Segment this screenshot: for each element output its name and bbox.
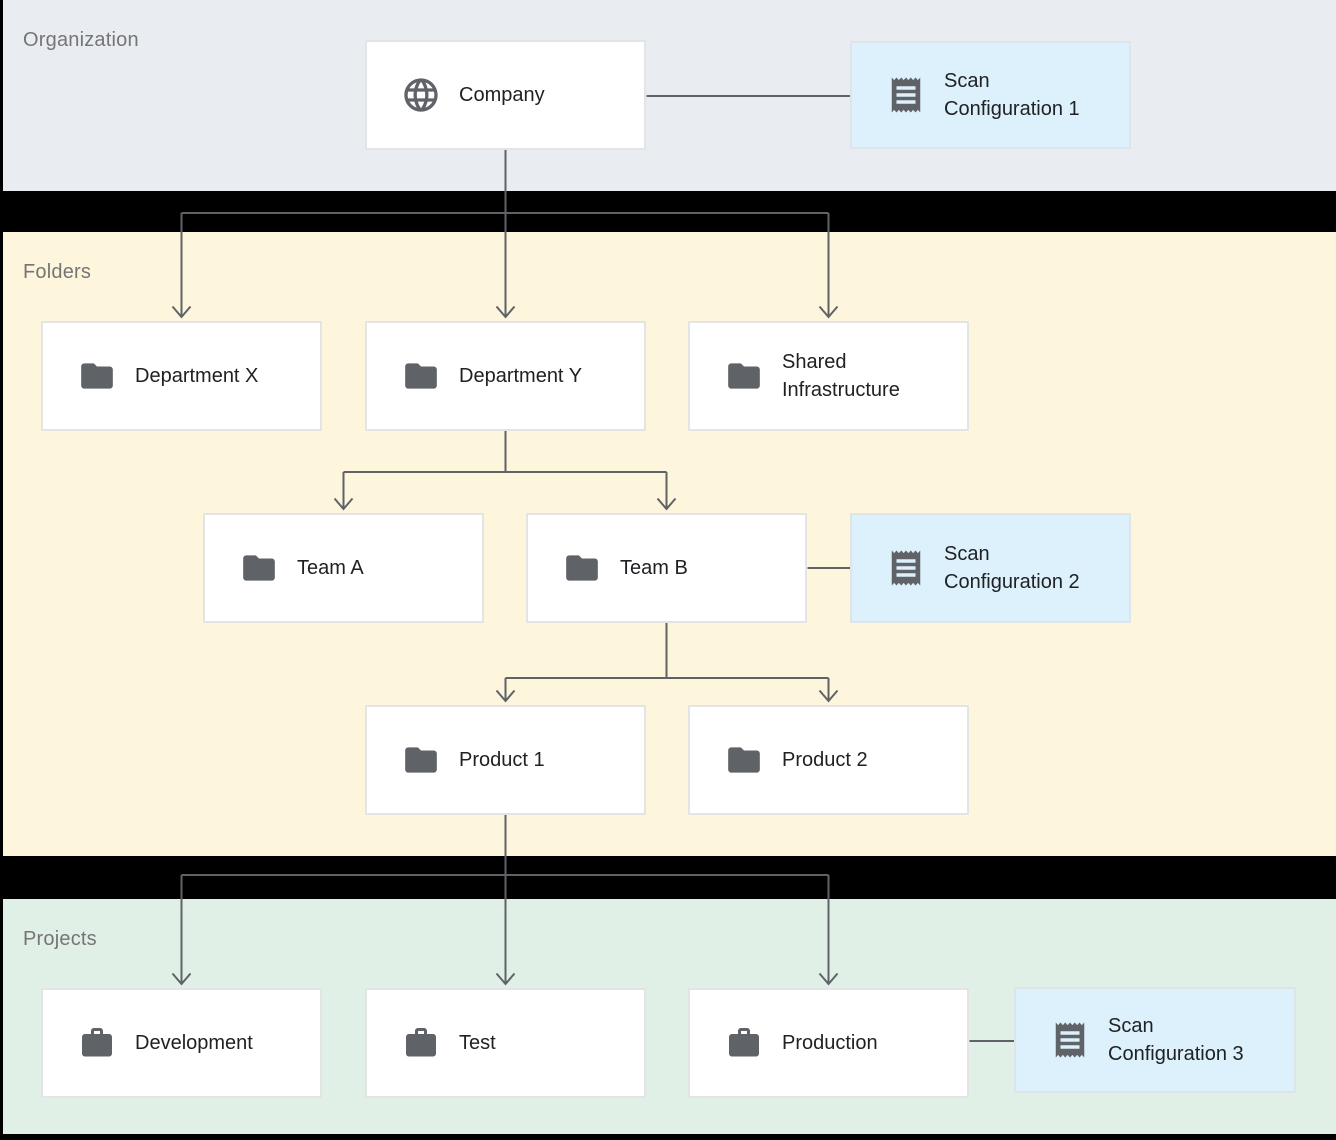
node-team-a: Team A xyxy=(203,513,484,623)
node-production: Production xyxy=(688,988,969,1098)
projects-label: Projects xyxy=(23,928,97,950)
arrow-down-icon xyxy=(171,305,839,319)
node-label: Team B xyxy=(620,557,688,579)
edge-team-b-to-products xyxy=(495,623,839,703)
receipt-icon xyxy=(886,74,926,116)
node-label: Production xyxy=(782,1032,878,1054)
receipt-icon xyxy=(1050,1019,1090,1061)
node-label: Team A xyxy=(297,557,364,579)
briefcase-icon xyxy=(77,1025,117,1061)
edge-product-1-to-projects xyxy=(171,815,839,986)
arrow-down-icon xyxy=(495,689,839,703)
folder-icon xyxy=(562,549,602,587)
folders-label: Folders xyxy=(23,261,92,283)
folder-icon xyxy=(239,549,279,587)
node-company: Company xyxy=(365,40,646,150)
node-label: Department Y xyxy=(459,365,583,387)
node-product-2: Product 2 xyxy=(688,705,969,815)
node-label: Scan Configuration 1 xyxy=(944,70,1080,120)
node-label: Shared Infrastructure xyxy=(782,351,900,401)
edge-company-to-folders xyxy=(171,150,839,319)
arrow-down-icon xyxy=(333,497,677,511)
node-test: Test xyxy=(365,988,646,1098)
node-shared-infrastructure: Shared Infrastructure xyxy=(688,321,969,431)
globe-icon xyxy=(401,75,441,115)
node-label: Test xyxy=(459,1032,496,1054)
folder-icon xyxy=(724,741,764,779)
node-label: Scan Configuration 3 xyxy=(1108,1015,1244,1065)
briefcase-icon xyxy=(401,1025,441,1061)
node-team-b: Team B xyxy=(526,513,807,623)
folder-icon xyxy=(401,357,441,395)
node-product-1: Product 1 xyxy=(365,705,646,815)
node-label: Company xyxy=(459,84,545,106)
folder-icon xyxy=(401,741,441,779)
node-label: Product 2 xyxy=(782,749,868,771)
node-label: Department X xyxy=(135,365,259,387)
node-scan-configuration-2: Scan Configuration 2 xyxy=(850,513,1131,623)
organization-label: Organization xyxy=(23,29,139,51)
edge-department-y-to-teams xyxy=(333,431,677,511)
briefcase-icon xyxy=(724,1025,764,1061)
node-department-x: Department X xyxy=(41,321,322,431)
node-development: Development xyxy=(41,988,322,1098)
node-scan-configuration-3: Scan Configuration 3 xyxy=(1014,987,1296,1093)
folder-icon xyxy=(77,357,117,395)
receipt-icon xyxy=(886,547,926,589)
node-label: Scan Configuration 2 xyxy=(944,543,1080,593)
node-label: Development xyxy=(135,1032,253,1054)
arrow-down-icon xyxy=(171,972,839,986)
folder-icon xyxy=(724,357,764,395)
node-department-y: Department Y xyxy=(365,321,646,431)
node-scan-configuration-1: Scan Configuration 1 xyxy=(850,41,1131,149)
node-label: Product 1 xyxy=(459,749,545,771)
